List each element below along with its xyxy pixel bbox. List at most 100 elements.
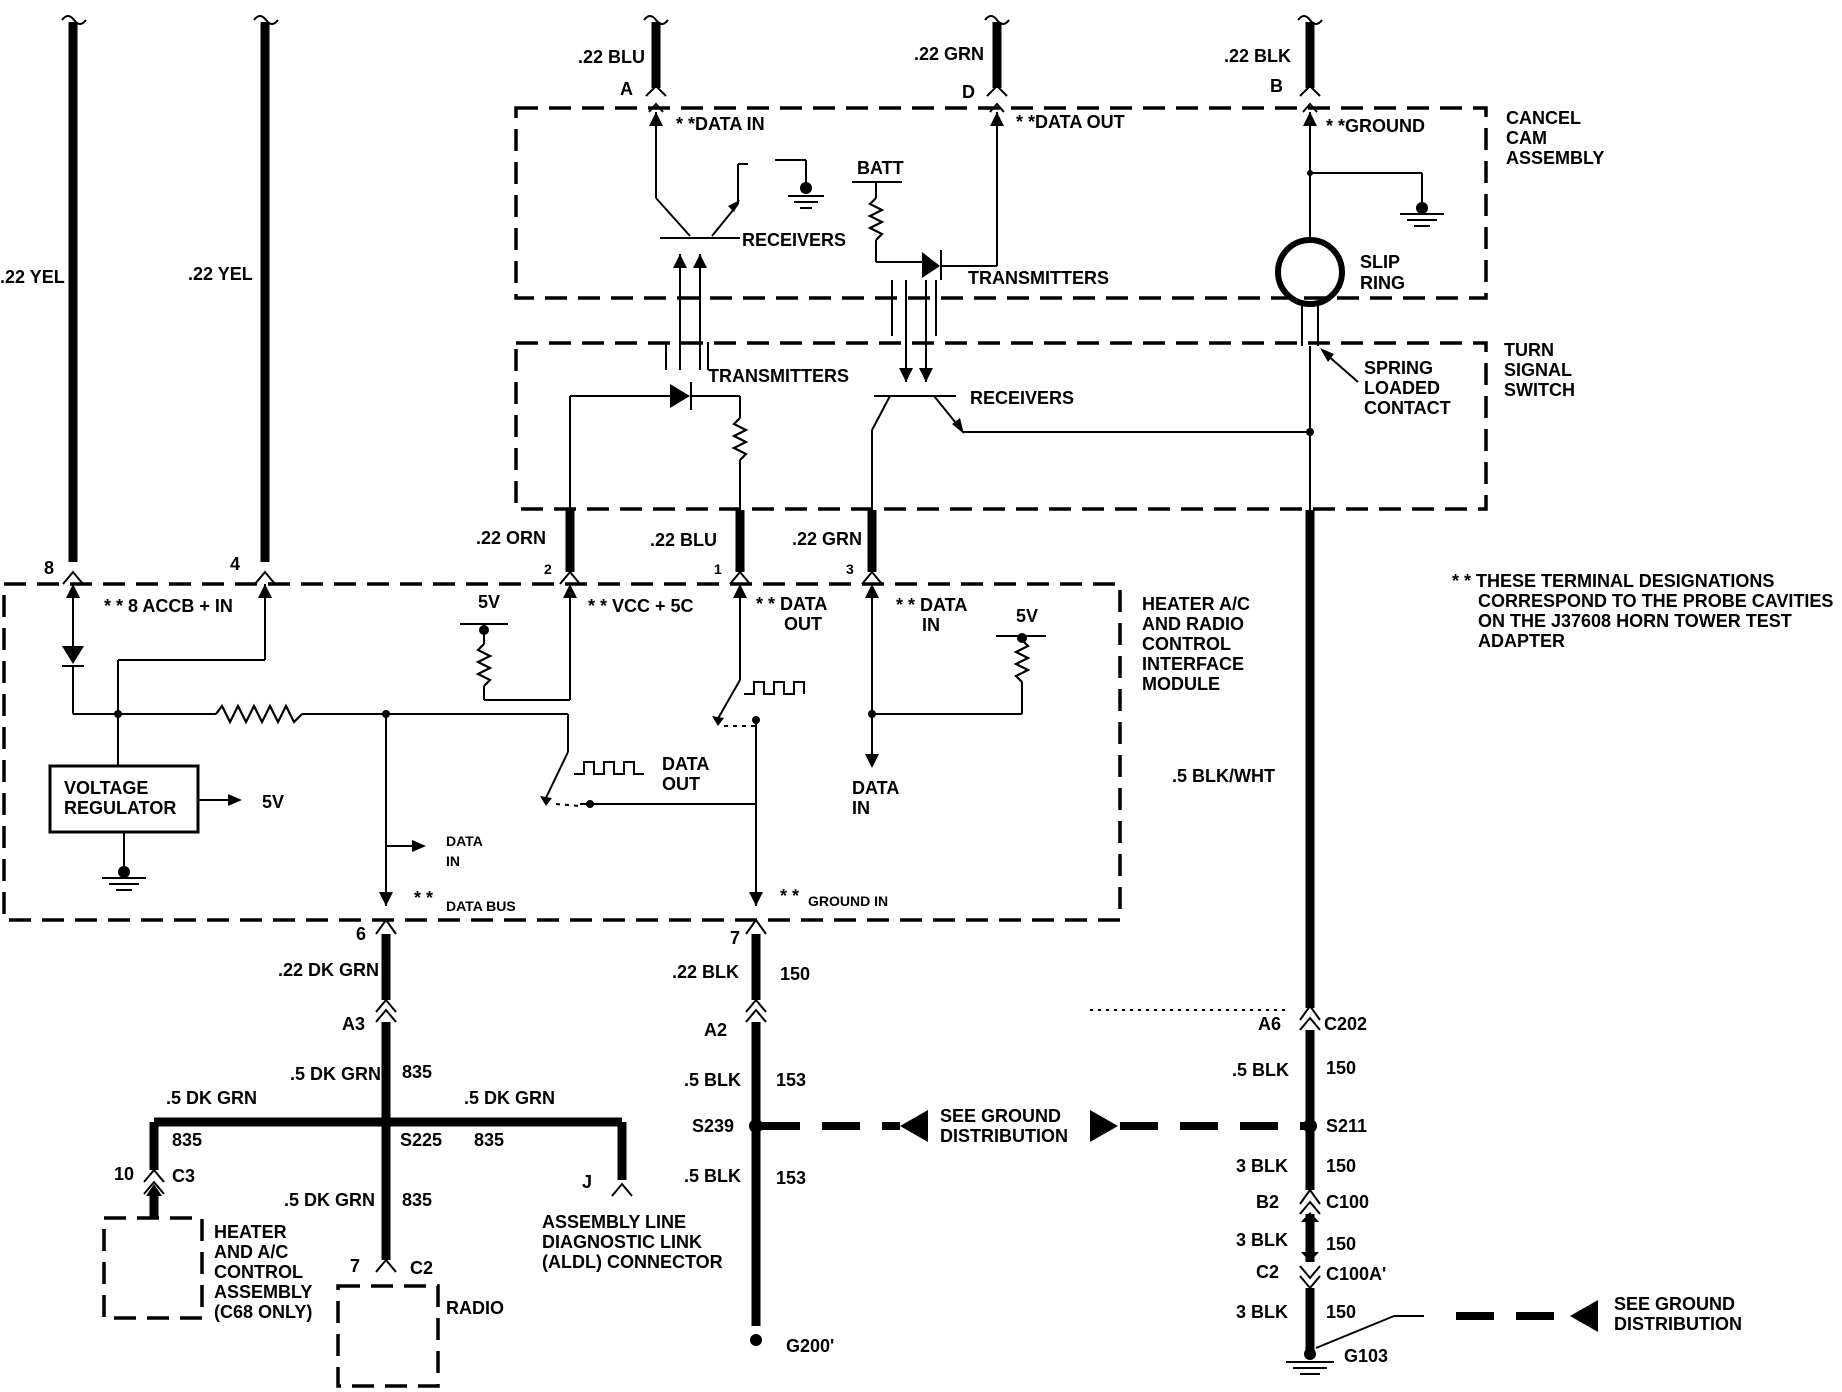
turn-signal-label-1: TURN [1504,340,1554,360]
lr-c100: C100 [1326,1192,1369,1212]
stars-gnd: * * [780,886,799,906]
heater-ac-control-box [102,1216,204,1320]
lr-w3: 3 BLK [1236,1230,1288,1250]
turn-signal-label-2: SIGNAL [1504,360,1572,380]
module-vcc-label: * * VCC + 5C [588,596,694,616]
top-wire-yel-right [253,15,279,562]
lr-c2b: C2 [1256,1262,1279,1282]
cancel-cam-label-3: ASSEMBLY [1506,148,1604,168]
data-out-mid-2: OUT [662,774,700,794]
term-ground: * *GROUND [1326,116,1425,136]
lr-c4: 150 [1326,1302,1356,1322]
vr-out-label: 5V [262,792,284,812]
hac-label-5: (C68 ONLY) [214,1302,312,1322]
voltage-regulator-circuit [48,584,568,891]
module-label-3: CONTROL [1142,634,1231,654]
data-in-small-2: IN [446,853,460,869]
batt-label: BATT [857,158,904,178]
radio-label: RADIO [446,1298,504,1318]
module-label-4: INTERFACE [1142,654,1244,674]
hac-label-4: ASSEMBLY [214,1282,312,1302]
lm-see-ground-1: SEE GROUND [940,1106,1061,1126]
term-data-in: * *DATA IN [676,114,765,134]
turn-signal-receivers-label: RECEIVERS [970,388,1074,408]
ground-in-label: GROUND IN [808,893,888,909]
ll-t7: 7 [350,1256,360,1276]
lr-c1: 150 [1326,1058,1356,1078]
ll-w1: .22 DK GRN [278,960,379,980]
ll-w2: .5 DK GRN [290,1064,381,1084]
turn-signal-transmitters-label: TRANSMITTERS [708,366,849,386]
cancel-cam-transmitters-label: TRANSMITTERS [968,268,1109,288]
slip-ring-label-2: RING [1360,273,1405,293]
top-wire-blk [1297,15,1323,97]
ll-s225: S225 [400,1130,442,1150]
lm-see-ground-2: DISTRIBUTION [940,1126,1068,1146]
module-term-3: 3 [846,561,854,577]
vr-label-2: REGULATOR [64,798,176,818]
aldl-label-1: ASSEMBLY LINE [542,1212,686,1232]
data-in-right-2: IN [852,798,870,818]
turn-signal-box [514,341,1488,511]
module-data-out-top-2: OUT [784,614,822,634]
ll-a3: A3 [342,1014,365,1034]
ll-c3-left: 835 [172,1130,202,1150]
module-term-2: 2 [544,561,552,577]
hac-label-1: HEATER [214,1222,287,1242]
lr-c202: C202 [1324,1014,1367,1034]
ll-w3-left: .5 DK GRN [166,1088,257,1108]
aldl-label-3: (ALDL) CONNECTOR [542,1252,723,1272]
ground-arrow-mid [900,1110,928,1142]
lm-g200: G200' [786,1336,834,1356]
slip-ring-symbol [1275,237,1345,307]
label-blk-wht: .5 BLK/WHT [1172,766,1275,786]
cancel-cam-box [514,106,1488,300]
ll-conn-c2: C2 [410,1258,433,1278]
lm-a2: A2 [704,1020,727,1040]
ll-c2: 835 [402,1062,432,1082]
ll-c4: 835 [402,1190,432,1210]
vr-label-1: VOLTAGE [64,778,148,798]
module-data-in-top-2: IN [922,615,940,635]
term-b: B [1270,76,1283,96]
lr-a6: A6 [1258,1014,1281,1034]
lm-w1: .22 BLK [672,962,739,982]
top-wire-yel-left [61,15,87,562]
five-v-right-label: 5V [1016,606,1038,626]
ground-arrow-g103 [1570,1300,1598,1332]
optical-links [665,254,937,382]
lr-s211: S211 [1326,1116,1367,1136]
cancel-cam-receivers-label: RECEIVERS [742,230,846,250]
module-accb-label: * * 8 ACCB + IN [104,596,233,616]
five-v-left-label: 5V [478,592,500,612]
ll-aldl-j: J [582,1172,592,1192]
data-out-mid-1: DATA [662,754,709,774]
module-data-out-top-1: * * DATA [756,594,827,614]
ll-w4: .5 DK GRN [284,1190,375,1210]
turn-signal-label-3: SWITCH [1504,380,1575,400]
lr-w2: 3 BLK [1236,1156,1288,1176]
label-top-blu: .22 BLU [578,47,645,67]
lm-c2: 153 [776,1070,806,1090]
label-yel-right: .22 YEL [188,264,253,284]
label-top-blk: .22 BLK [1224,46,1291,66]
aldl-label-2: DIAGNOSTIC LINK [542,1232,702,1252]
cancel-cam-label-1: CANCEL [1506,108,1581,128]
spring-contact-label-1: SPRING [1364,358,1433,378]
lm-w3: .5 BLK [684,1166,741,1186]
hac-label-2: AND A/C [214,1242,288,1262]
lr-c3: 150 [1326,1234,1356,1254]
term-data-out: * *DATA OUT [1016,112,1125,132]
note-line-4: ADAPTER [1478,631,1565,651]
term-a: A [620,79,633,99]
ground-arrow-right [1090,1110,1118,1142]
radio-box [336,1284,440,1388]
lr-c2: 150 [1326,1156,1356,1176]
module-data-in-top-1: * * DATA [896,595,967,615]
label-yel-left: .22 YEL [0,267,65,287]
lr-b2: B2 [1256,1192,1279,1212]
lm-t7: 7 [730,928,740,948]
label-mid-orn: .22 ORN [476,528,546,548]
lm-c3: 153 [776,1168,806,1188]
